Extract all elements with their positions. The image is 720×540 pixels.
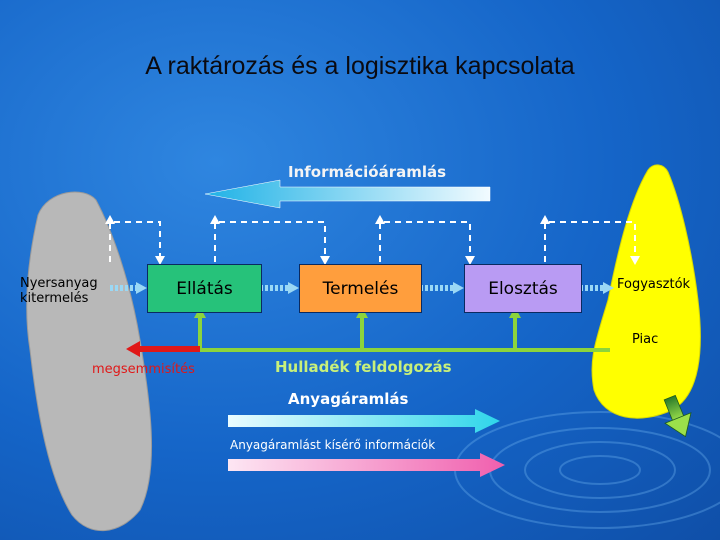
consumers-label: Fogyasztók <box>617 277 691 292</box>
destruction-arrow <box>126 341 200 357</box>
waste-collection-lines <box>198 312 610 352</box>
market-label: Piac <box>632 332 659 347</box>
information-flow-arrow <box>204 179 491 209</box>
material-flow-arrow <box>228 409 500 433</box>
material-info-arrow <box>228 453 505 477</box>
information-flow-label: Információáramlás <box>288 163 447 181</box>
raw-material-label-line1: Nyersanyag <box>20 276 98 291</box>
supply-box: Ellátás <box>147 264 262 313</box>
market-output-arrow <box>663 394 692 438</box>
production-box: Termelés <box>299 264 422 313</box>
material-info-label: Anyagáramlást kísérő információk <box>230 438 436 452</box>
raw-material-label-line2: kitermelés <box>20 291 89 306</box>
page-title: A raktározás és a logisztika kapcsolata <box>145 52 575 80</box>
destruction-label: megsemmisítés <box>92 362 195 377</box>
info-feedback-arrowheads <box>105 215 640 265</box>
raw-material-stone-shape <box>26 191 153 531</box>
process-flow-arrows <box>110 282 614 294</box>
waste-processing-label: Hulladék feldolgozás <box>275 358 452 376</box>
info-feedback-dashed-lines <box>109 221 636 262</box>
material-flow-label: Anyagáramlás <box>288 390 409 408</box>
distribution-box: Elosztás <box>464 264 582 313</box>
